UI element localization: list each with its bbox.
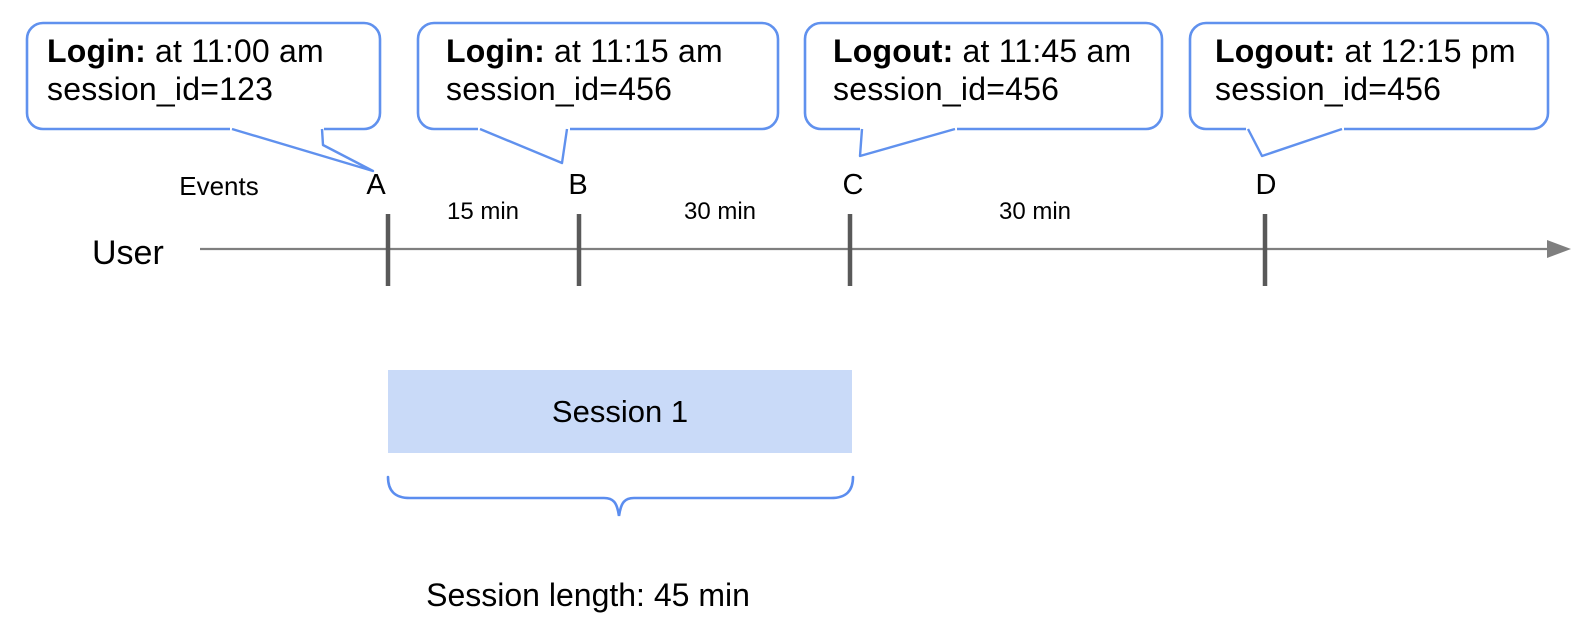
callout-a-tail (231, 127, 375, 173)
interval-label-c-d: 30 min (998, 198, 1072, 225)
events-label: Events (179, 171, 259, 201)
callout-a-shape (25, 21, 382, 131)
callout-c-shape (803, 21, 1164, 131)
event-marker-d: D (1255, 169, 1277, 201)
callout-d-time: at 12:15 pm (1344, 33, 1516, 69)
callout-b-title: Login: (446, 33, 545, 69)
callout-a-time: at 11:00 am (155, 33, 324, 69)
callout-d-title: Logout: (1215, 33, 1336, 69)
callout-c-time: at 11:45 am (962, 33, 1132, 69)
callout-b-tail (479, 127, 569, 165)
timeline-arrowhead-icon (1547, 240, 1571, 258)
callout-a-text: Login: at 11:00 am session_id=123 (47, 32, 367, 108)
callout-d-text: Logout: at 12:15 pm session_id=456 (1215, 32, 1535, 108)
event-marker-c: C (842, 169, 864, 201)
event-marker-a: A (366, 169, 386, 201)
session-box: Session 1 (388, 370, 852, 453)
callout-d-shape (1188, 21, 1550, 131)
callout-b-time: at 11:15 am (554, 33, 723, 69)
user-row-label: User (92, 234, 164, 272)
callout-b-session: session_id=456 (446, 71, 673, 107)
callout-c-session: session_id=456 (833, 71, 1060, 107)
callout-a-title: Login: (47, 33, 146, 69)
session-box-label: Session 1 (551, 393, 689, 429)
session-length-brace (386, 475, 855, 517)
callout-c-title: Logout: (833, 33, 954, 69)
callout-c-line1: Logout: at 11:45 am (833, 32, 1153, 70)
callout-d-session: session_id=456 (1215, 71, 1442, 107)
callout-c-text: Logout: at 11:45 am session_id=456 (833, 32, 1153, 108)
callout-a-line1: Login: at 11:00 am (47, 32, 367, 70)
callout-a-session: session_id=123 (47, 71, 274, 107)
interval-label-b-c: 30 min (683, 198, 757, 225)
callout-d-tail (1246, 127, 1343, 158)
event-marker-b: B (568, 169, 588, 201)
callout-d-line1: Logout: at 12:15 pm (1215, 32, 1535, 70)
callout-c-tail (858, 127, 956, 158)
callout-b-text: Login: at 11:15 am session_id=456 (446, 32, 766, 108)
interval-label-a-b: 15 min (446, 198, 520, 225)
callout-b-shape (416, 21, 780, 131)
callout-b-line1: Login: at 11:15 am (446, 32, 766, 70)
session-length-label: Session length: 45 min (426, 577, 750, 613)
